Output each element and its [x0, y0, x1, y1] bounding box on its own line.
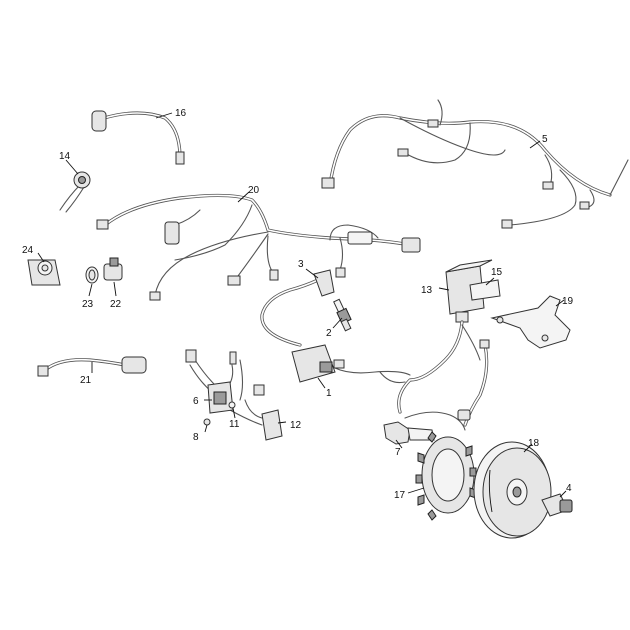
part-19-bracket — [490, 295, 571, 349]
part-24-bracket — [27, 259, 61, 286]
leader-lines — [37, 112, 567, 498]
part-22-sensor — [103, 257, 123, 281]
callout-7: 7 — [395, 447, 401, 458]
callout-1: 1 — [326, 388, 332, 399]
callout-22: 22 — [110, 299, 122, 310]
harness-connector — [427, 119, 439, 128]
callout-20: 20 — [248, 185, 260, 196]
relay-boot — [164, 221, 180, 245]
switch-button — [78, 176, 86, 184]
callout-3: 3 — [298, 259, 304, 270]
part-13-cdi-unit — [445, 259, 493, 323]
terminal — [175, 151, 185, 165]
part-18-flywheel — [473, 441, 552, 539]
part-20-harness — [96, 193, 421, 301]
callout-18: 18 — [528, 438, 540, 449]
harness-connector — [321, 177, 335, 189]
main-connector — [401, 237, 421, 253]
callout-labels: 16 14 20 5 24 23 22 3 2 1 13 15 19 21 6 … — [22, 108, 574, 501]
part-15-cdi-cover — [469, 279, 501, 301]
part-4-nut — [541, 493, 573, 517]
callout-2: 2 — [326, 328, 332, 339]
harness-connector — [501, 219, 513, 229]
callout-19: 19 — [562, 296, 574, 307]
part-17-stator — [415, 431, 477, 521]
harness-connector — [269, 269, 279, 281]
part-23-o-ring — [85, 266, 99, 284]
harness-connector — [397, 148, 409, 157]
callout-15: 15 — [491, 267, 503, 278]
callout-21: 21 — [80, 375, 92, 386]
callout-4: 4 — [566, 483, 572, 494]
harness-connector — [542, 181, 554, 190]
harness-connector — [579, 201, 590, 210]
boot-cap — [91, 110, 107, 132]
part-1-ignition-coil — [291, 344, 411, 384]
part-2-spark-plug — [333, 298, 352, 332]
harness-connector — [227, 275, 241, 286]
part-16-wire — [91, 110, 185, 165]
harness-connector — [335, 267, 346, 278]
part-6-regulator — [185, 349, 265, 426]
part-5-main-harness — [321, 99, 629, 229]
part-7-pickup — [383, 421, 435, 445]
callout-5: 5 — [542, 134, 548, 145]
callout-13: 13 — [421, 285, 433, 296]
callout-16: 16 — [175, 108, 187, 119]
callout-17: 17 — [394, 490, 406, 501]
part-12-connector — [261, 409, 283, 441]
part-3-ht-lead — [260, 269, 335, 347]
harness-connector — [149, 291, 161, 301]
part-21-wire-lead — [37, 356, 147, 377]
part-11-washer — [228, 401, 236, 409]
part-8-screw — [203, 418, 211, 433]
callout-23: 23 — [82, 299, 94, 310]
callout-12: 12 — [290, 420, 302, 431]
fuse-holder — [347, 231, 373, 245]
harness-connector — [96, 219, 109, 230]
callout-8: 8 — [193, 432, 199, 443]
callout-14: 14 — [59, 151, 71, 162]
stator-wiring — [397, 320, 490, 431]
callout-11: 11 — [229, 419, 240, 430]
callout-6: 6 — [193, 396, 199, 407]
callout-24: 24 — [22, 245, 34, 256]
part-14-switch — [59, 171, 91, 213]
